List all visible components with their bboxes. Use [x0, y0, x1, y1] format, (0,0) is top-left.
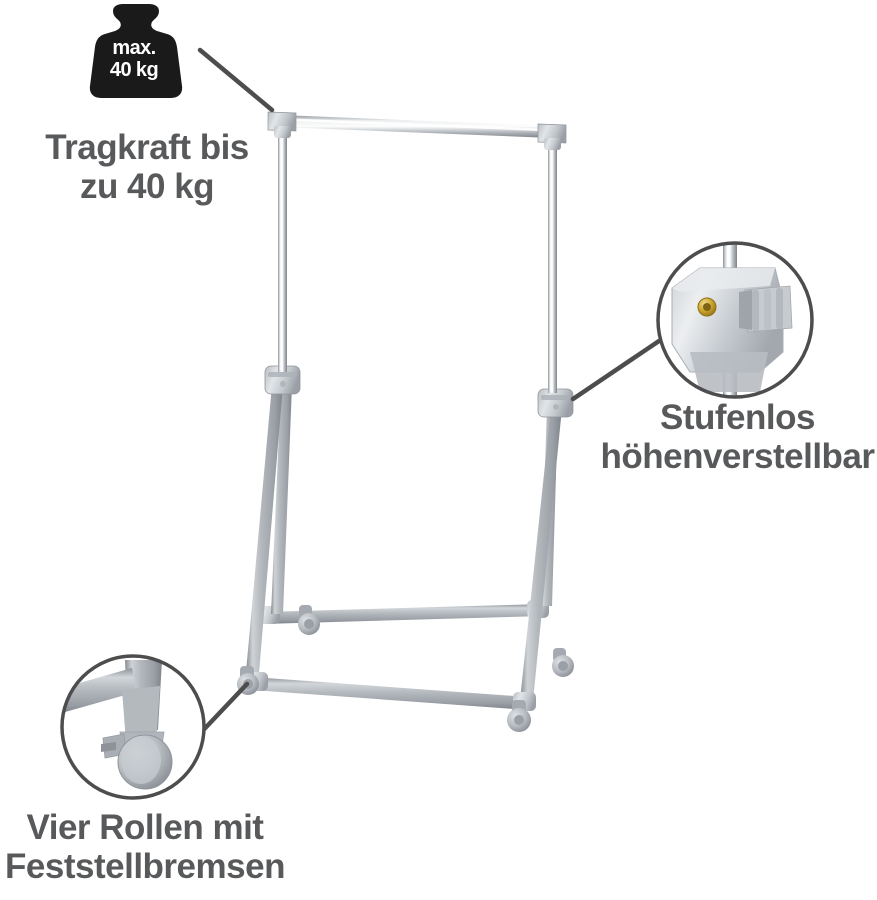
base-rail-front: [245, 672, 536, 711]
adjustment-clamp-right: [537, 388, 574, 418]
adjustment-clamp-left: [264, 365, 301, 395]
rail-connector-left: [267, 111, 297, 138]
caster-back-left: [298, 605, 320, 635]
callout-label-height-adjustable: Stufenlos höhenverstellbar: [600, 398, 875, 477]
caster-detail-circle: [60, 654, 206, 800]
leader-line-height-adjustable: [570, 338, 662, 402]
clamp-lever-icon: [739, 285, 793, 333]
rail-connector-right: [537, 123, 567, 150]
a-frame-leg-front-left: [246, 385, 283, 673]
weight-badge-icon: [89, 4, 183, 98]
leader-line-load-capacity: [197, 47, 275, 113]
clamp-detail-circle: [656, 241, 814, 399]
a-frame-leg-front-right: [520, 408, 562, 701]
telescopic-chrome-post-right: [548, 138, 557, 393]
caster-front-right: [507, 700, 531, 732]
callout-label-load-capacity: Tragkraft bis zu 40 kg: [45, 128, 249, 207]
a-frame-leg-back-left: [271, 385, 292, 614]
product-clothes-rack: [237, 111, 574, 732]
caster-back-right: [552, 648, 574, 677]
hanging-rail: [280, 115, 552, 138]
callout-label-four-casters: Vier Rollen mit Feststellbremsen: [5, 808, 285, 887]
telescopic-chrome-post-left: [278, 128, 287, 372]
clamp-screw-icon: [697, 297, 717, 317]
